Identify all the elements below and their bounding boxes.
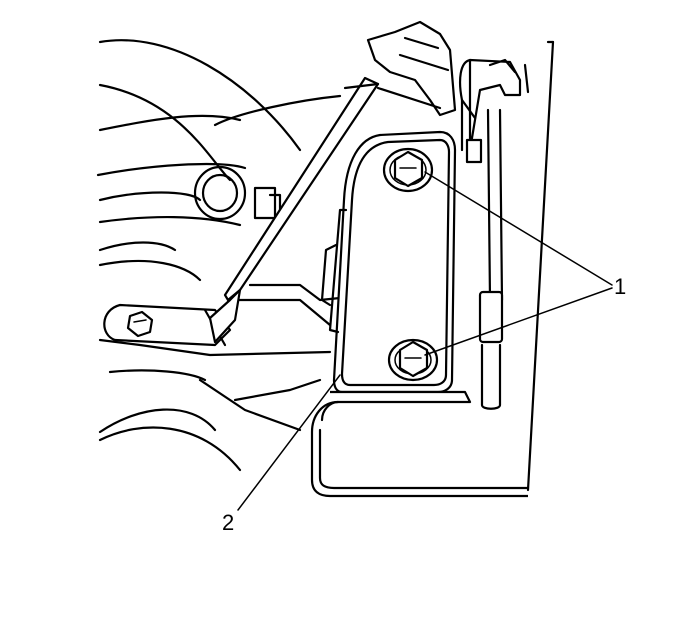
pry-tool xyxy=(208,76,380,344)
leader-lines xyxy=(237,171,613,511)
mounting-plate xyxy=(320,130,457,394)
callout-2: 2 xyxy=(222,510,234,535)
vertical-rod xyxy=(459,58,530,410)
upper-bolt xyxy=(382,147,434,193)
left-link-bracket xyxy=(103,303,232,347)
leader-1-lower xyxy=(424,287,613,356)
lower-bolt xyxy=(387,338,439,382)
engine-housing xyxy=(96,39,342,472)
callout-1: 1 xyxy=(614,274,626,299)
leader-2 xyxy=(237,374,341,511)
leader-1-upper xyxy=(424,171,613,286)
frame-panel xyxy=(310,40,555,498)
upper-bracket xyxy=(366,20,457,117)
